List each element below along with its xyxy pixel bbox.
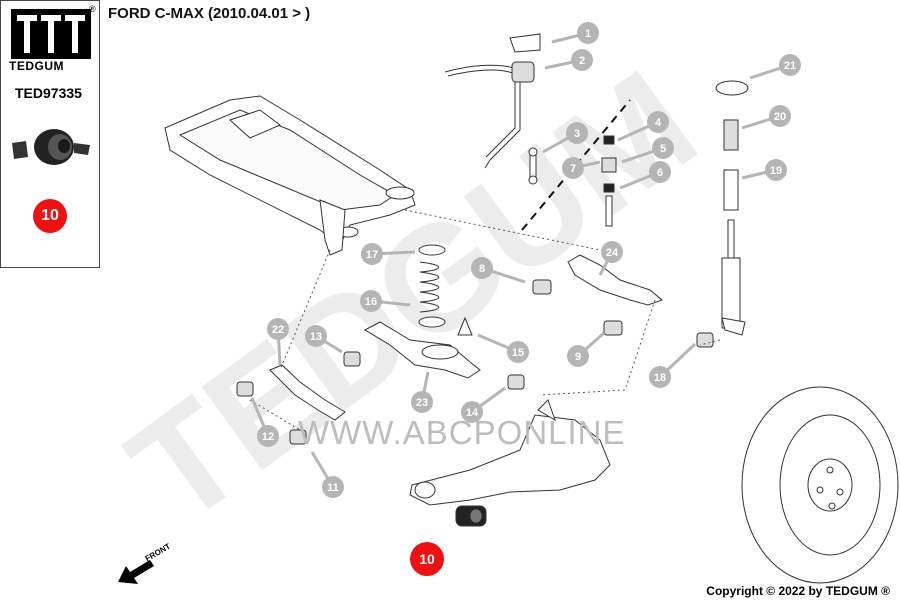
callout-number-6: 6 [657, 167, 663, 179]
logo-text: TEDGUM [9, 59, 64, 73]
callout-number-4: 4 [655, 117, 662, 129]
callout-number-9: 9 [575, 351, 581, 363]
callout-number-13: 13 [310, 331, 322, 343]
wheel [741, 386, 899, 584]
registered-mark: ® [89, 4, 96, 14]
callout-circle-22 [267, 318, 289, 340]
callout-circle-1 [577, 22, 599, 44]
callout-circle-7 [562, 157, 584, 179]
part-number: TED97335 [15, 85, 82, 101]
callout-circle-23 [411, 391, 433, 413]
callout-circle-12 [257, 425, 279, 447]
callout-circle-14 [461, 401, 483, 423]
callout-number-11: 11 [327, 482, 339, 494]
coil-spring [418, 244, 446, 328]
bushing-12 [236, 381, 254, 397]
callout-number-22: 22 [272, 324, 284, 336]
callout-circle-5 [652, 137, 674, 159]
callout-circle-21 [779, 54, 801, 76]
callout-circle-15 [507, 341, 529, 363]
callout-circle-6 [649, 161, 671, 183]
callout-circle-4 [647, 111, 669, 133]
stabilizer-link [528, 147, 538, 185]
callout-number-21: 21 [784, 60, 796, 72]
shock-absorber [715, 80, 749, 336]
callout-circle-13 [305, 325, 327, 347]
page-title: FORD C-MAX (2010.04.01 > ) [108, 5, 311, 22]
bushing-18 [696, 332, 714, 348]
bump-stop [457, 316, 473, 336]
callout-number-24: 24 [606, 247, 619, 259]
bushing-14 [507, 374, 525, 390]
callout-circle-9 [567, 345, 589, 367]
highlight-badge: 10 [410, 542, 444, 576]
bushing-11 [289, 429, 307, 445]
callout-number-7: 7 [570, 163, 576, 175]
bushing-9 [603, 320, 623, 336]
stabilizer-bushing-parts [509, 33, 541, 83]
callout-number-3: 3 [574, 128, 580, 140]
url-watermark: WWW.ABCPONLINE [298, 414, 626, 451]
callout-number-19: 19 [770, 165, 782, 177]
callout-number-17: 17 [366, 249, 378, 261]
callout-circle-24 [601, 241, 623, 263]
upper-arm [567, 254, 663, 306]
callout-circle-19 [765, 159, 787, 181]
callout-number-1: 1 [585, 28, 591, 40]
subframe [164, 95, 416, 256]
bushing-thumbnail-icon [12, 129, 90, 165]
callout-number-12: 12 [262, 431, 274, 443]
trailing-arm-knuckle [409, 399, 611, 506]
callout-circle-18 [649, 366, 671, 388]
callout-circle-2 [571, 49, 593, 71]
callout-number-23: 23 [416, 397, 428, 409]
bushing-8 [532, 279, 552, 295]
bolt-stack [601, 135, 617, 227]
callout-circle-8 [471, 257, 493, 279]
callout-circle-20 [769, 105, 791, 127]
highlighted-bushing-10 [455, 505, 487, 527]
bushing-13 [343, 351, 361, 367]
callout-number-16: 16 [365, 296, 377, 308]
lower-arm [363, 321, 481, 379]
callout-number-18: 18 [654, 372, 666, 384]
callout-number-15: 15 [512, 347, 524, 359]
trailing-link [269, 364, 346, 421]
callout-circle-16 [360, 290, 382, 312]
copyright-text: Copyright © 2022 by TEDGUM ® [706, 584, 890, 598]
callout-number-2: 2 [579, 55, 585, 67]
callout-number-5: 5 [660, 143, 666, 155]
tedgum-logo-icon [11, 9, 91, 59]
product-sidebox: ® TEDGUM TED97335 10 [0, 0, 100, 268]
callout-number-20: 20 [774, 111, 786, 123]
part-badge: 10 [33, 199, 67, 233]
callout-number-14: 14 [466, 407, 479, 419]
callout-circle-17 [361, 243, 383, 265]
guide-lines [249, 209, 721, 431]
callout-number-8: 8 [479, 263, 485, 275]
front-arrow-icon [118, 560, 154, 584]
callout-circle-11 [322, 476, 344, 498]
callout-circle-3 [566, 122, 588, 144]
